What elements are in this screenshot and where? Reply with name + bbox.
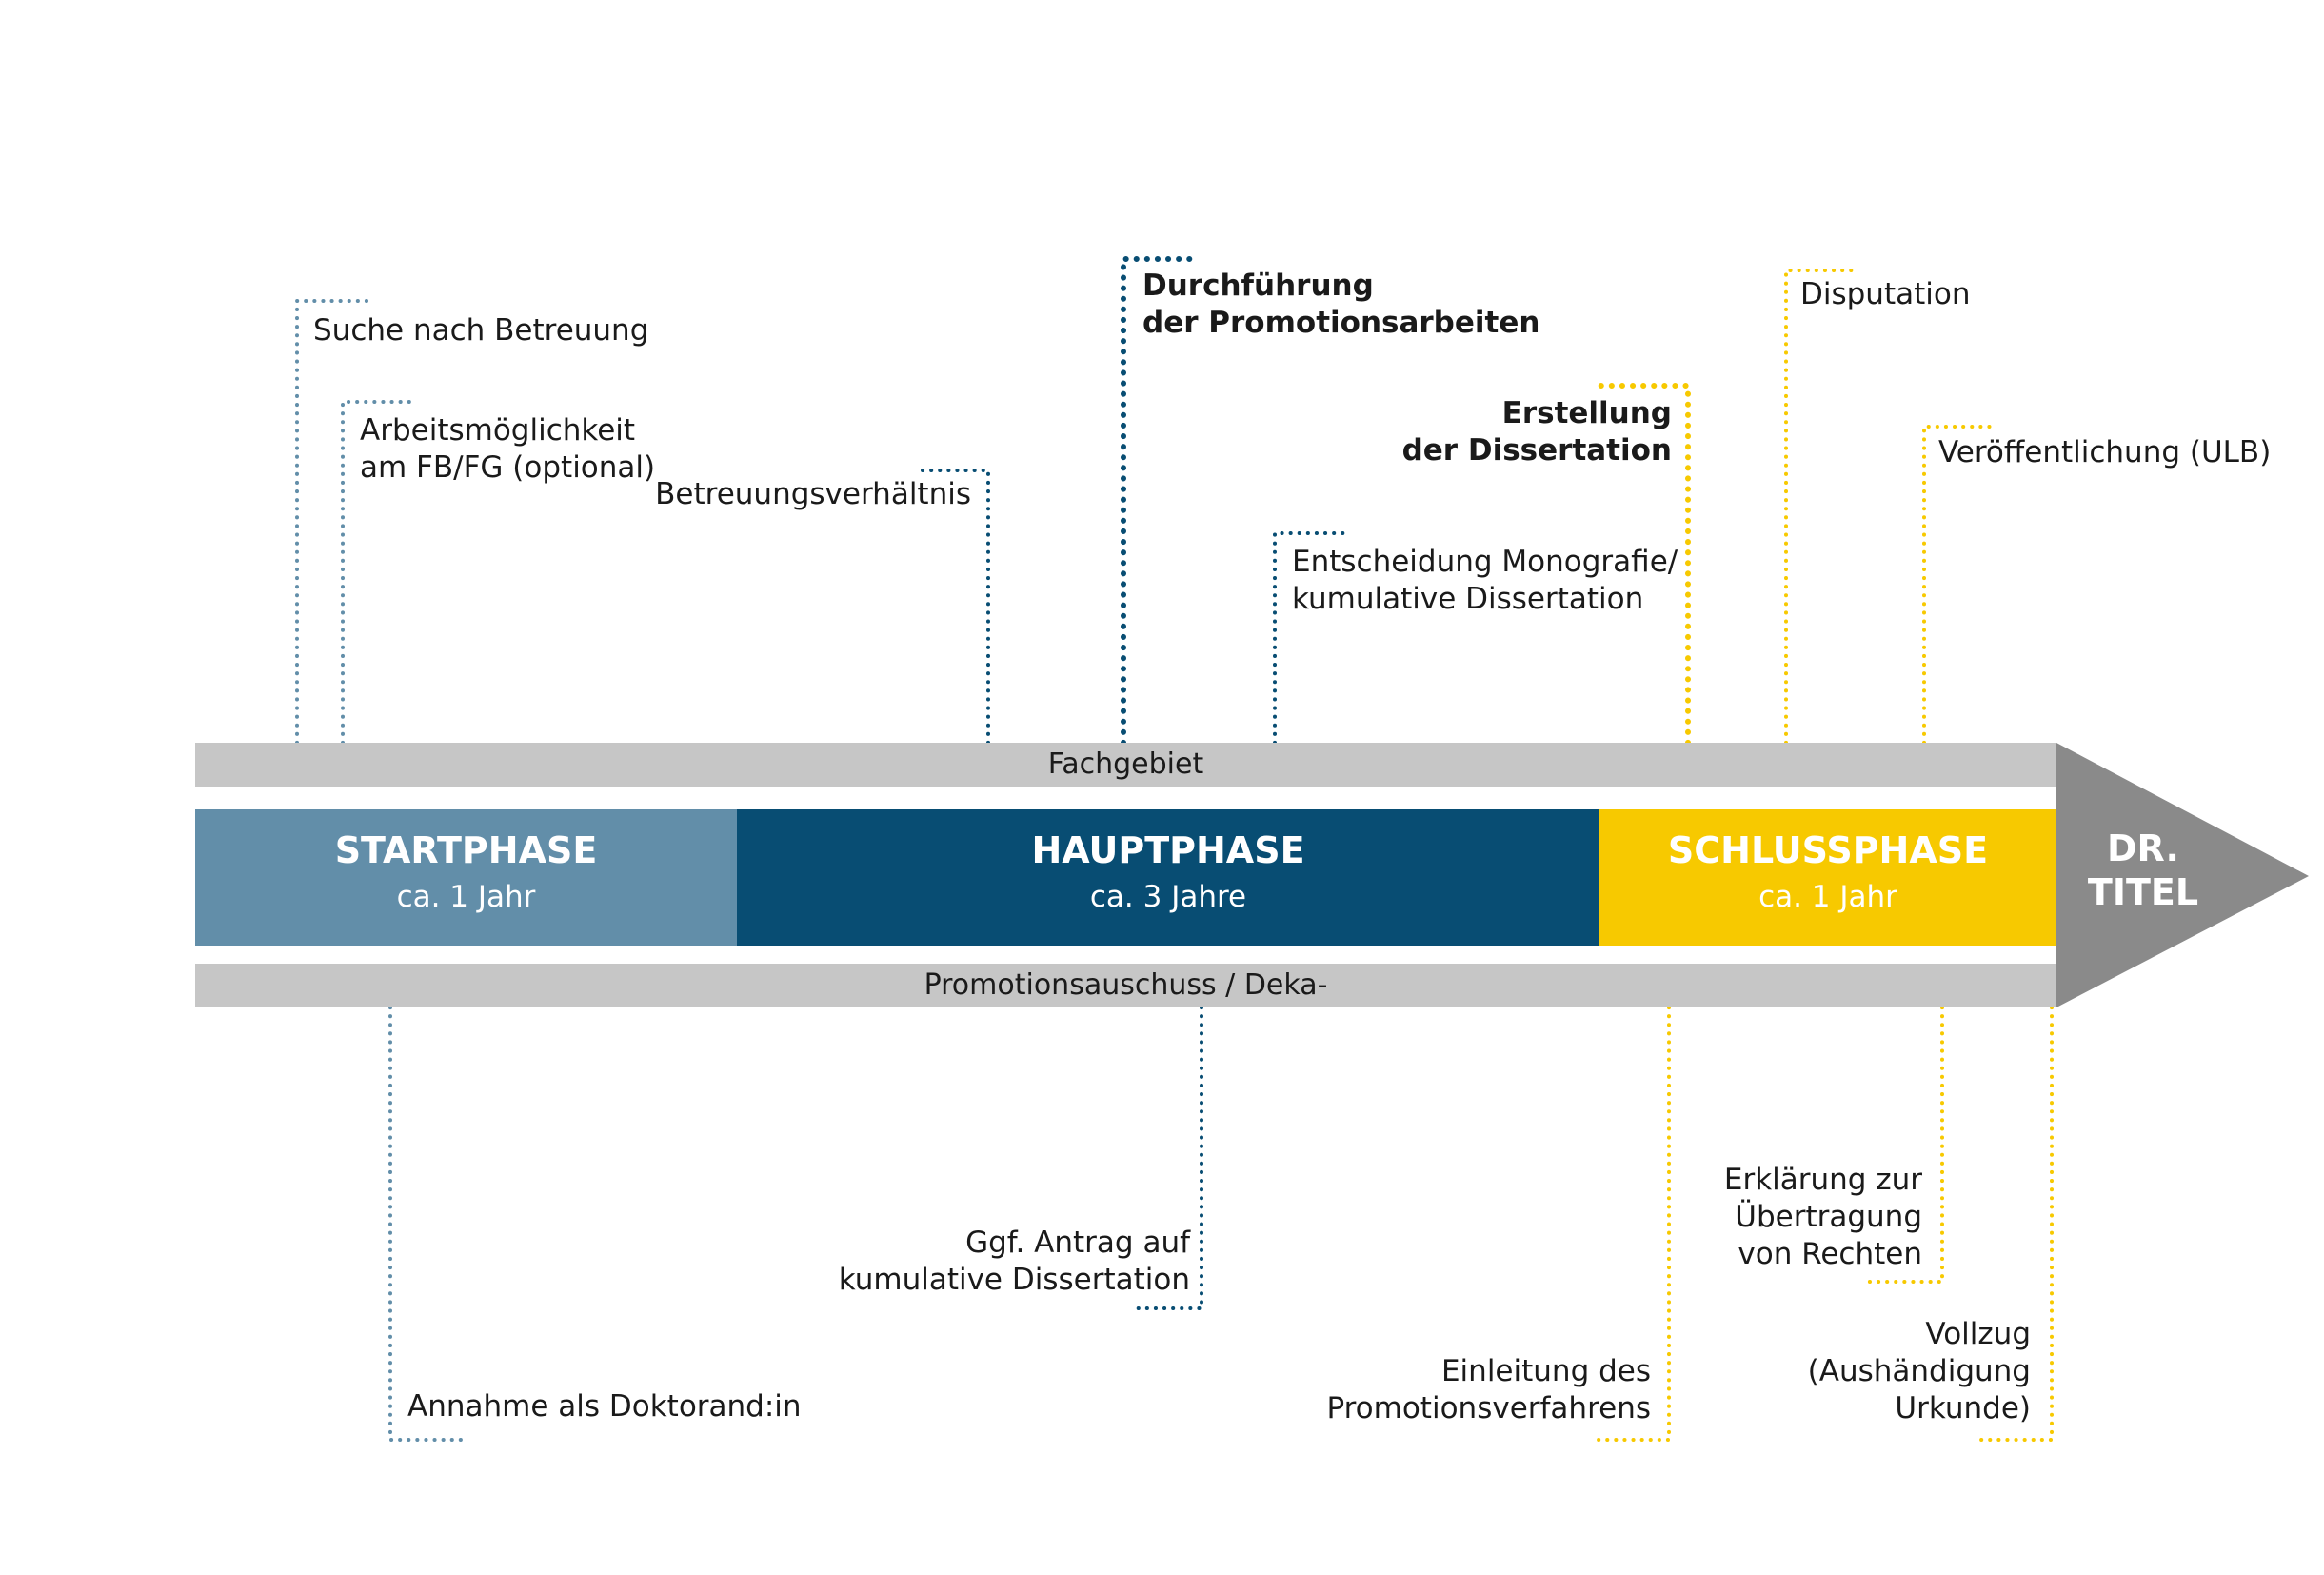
promotionsausschuss-label: Promotionsauschuss / Deka- [924, 968, 1328, 1002]
dr-titel-label: DR. TITEL [2087, 827, 2199, 913]
connector-veroeffentlichung [1922, 425, 1999, 745]
hauptphase-title: HAUPTPHASE [1031, 829, 1305, 871]
step-veroeffentlichung: Veröffentlichung (ULB) [1938, 435, 2272, 469]
connector-arbeit [341, 400, 419, 745]
step-durchfuehrung: Durchführung der Promotionsarbeiten [1142, 269, 1540, 340]
connector-betreuung [912, 469, 990, 745]
step-suche-nach-betreuung: Suche nach Betreuung [313, 313, 649, 348]
step-antrag-kumulativ: Ggf. Antrag auf kumulative Dissertation [838, 1226, 1190, 1297]
connector-durchfuehrung [1121, 256, 1199, 746]
step-entscheidung: Entscheidung Monografie/ kumulative Diss… [1292, 545, 1678, 616]
connector-erstellung [1595, 383, 1691, 746]
connector-disputation [1784, 269, 1861, 745]
schlussphase-block: SCHLUSSPHASE ca. 1 Jahr [1599, 809, 2056, 946]
step-einleitung-verfahren: Einleitung des Promotionsverfahrens [1326, 1354, 1651, 1425]
fachgebiet-label: Fachgebiet [1047, 748, 1204, 781]
fachgebiet-band: Fachgebiet [195, 743, 2056, 787]
startphase-block: STARTPHASE ca. 1 Jahr [195, 809, 737, 946]
connector-suche [295, 299, 375, 745]
step-annahme-doktorand: Annahme als Doktorand:in [407, 1389, 802, 1424]
schlussphase-duration: ca. 1 Jahr [1758, 880, 1897, 914]
connector-einleitung [1593, 1006, 1671, 1442]
hauptphase-block: HAUPTPHASE ca. 3 Jahre [737, 809, 1599, 946]
connector-vollzug [1976, 1006, 2054, 1442]
connector-annahme [388, 1006, 468, 1442]
step-betreuungsverhaeltnis: Betreuungsverhältnis [655, 477, 971, 511]
step-erstellung-dissertation: Erstellung der Dissertation [1401, 396, 1672, 468]
hauptphase-duration: ca. 3 Jahre [1089, 880, 1247, 914]
step-vollzug: Vollzug (Aushändigung Urkunde) [1807, 1317, 2031, 1425]
step-disputation: Disputation [1800, 277, 1971, 311]
schlussphase-title: SCHLUSSPHASE [1667, 829, 1989, 871]
promotionsausschuss-band: Promotionsauschuss / Deka- [195, 964, 2056, 1007]
step-arbeitsmoeglichkeit: Arbeitsmöglichkeit am FB/FG (optional) [360, 413, 656, 485]
step-erklaerung-rechte: Erklärung zur Übertragung von Rechten [1723, 1163, 1922, 1271]
startphase-duration: ca. 1 Jahr [396, 880, 536, 914]
connector-entscheidung [1273, 531, 1352, 745]
startphase-title: STARTPHASE [334, 829, 598, 871]
